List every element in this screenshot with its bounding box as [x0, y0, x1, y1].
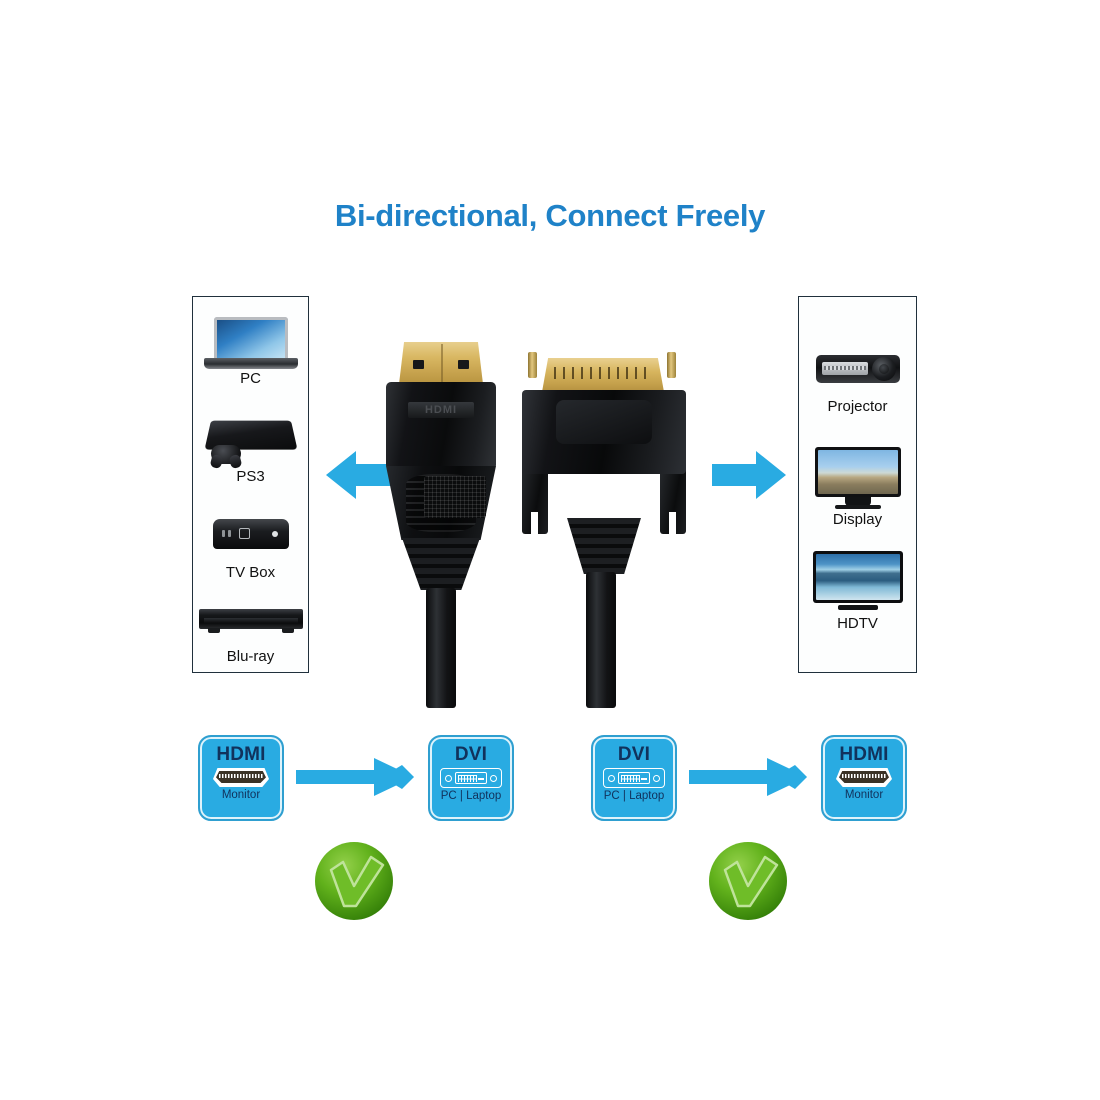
green-check-icon-1 [315, 842, 393, 920]
set-top-box-icon [193, 505, 308, 563]
green-check-icon-2 [709, 842, 787, 920]
device-item-bluray: Blu-ray [193, 589, 308, 665]
flow1-target-badge: DVI PC | Laptop [428, 735, 514, 821]
arrow-to-source-icon [326, 451, 400, 499]
device-label: HDTV [837, 615, 878, 632]
dvi-cable-wire [586, 572, 616, 708]
device-label: PC [240, 370, 261, 387]
cable-illustration: HDMI [370, 330, 730, 710]
dvi-gold-head [542, 358, 664, 392]
device-item-tv-box: TV Box [193, 505, 308, 581]
badge-device-label: Monitor [844, 789, 884, 801]
arrow-to-display-icon [712, 451, 786, 499]
device-label: Blu-ray [226, 648, 275, 665]
dvi-strain-relief [567, 518, 641, 574]
device-item-pc: PC [193, 311, 308, 387]
device-item-display: Display [799, 445, 916, 528]
device-label: Projector [827, 398, 888, 415]
dvi-port-icon [603, 768, 665, 788]
bluray-player-icon [193, 589, 308, 647]
hdmi-cable-wire [426, 588, 456, 708]
device-item-hdtv: HDTV [799, 549, 916, 632]
flow2-arrow-icon [689, 758, 807, 796]
flow1-source-badge: HDMI Monitor [198, 735, 284, 821]
device-label: TV Box [225, 564, 276, 581]
dvi-port-icon [440, 768, 502, 788]
device-label: Display [832, 511, 883, 528]
laptop-icon [193, 311, 308, 369]
display-devices-panel: Projector Display HDTV [798, 296, 917, 673]
badge-device-label: PC | Laptop [603, 790, 665, 802]
dvi-thumbscrew-left [528, 352, 537, 378]
flow2-source-badge: DVI PC | Laptop [591, 735, 677, 821]
hdmi-strain-relief [402, 538, 480, 590]
badge-device-label: Monitor [221, 789, 261, 801]
badge-type-label: HDMI [839, 744, 889, 765]
device-item-ps3: PS3 [193, 409, 308, 485]
hdmi-port-icon [213, 768, 269, 787]
monitor-icon [799, 445, 916, 509]
dvi-connector-body [522, 390, 686, 474]
badge-type-label: DVI [454, 744, 488, 765]
badge-type-label: HDMI [216, 744, 266, 765]
source-devices-panel: PC PS3 TV Box Blu-ray [192, 296, 309, 673]
hdmi-embossed-label: HDMI [408, 402, 474, 418]
badge-device-label: PC | Laptop [440, 790, 502, 802]
dvi-grip-texture [424, 476, 486, 518]
page-title: Bi-directional, Connect Freely [334, 198, 766, 233]
hdtv-icon [799, 549, 916, 610]
hdmi-port-icon [836, 768, 892, 787]
flow2-target-badge: HDMI Monitor [821, 735, 907, 821]
hdmi-connector-body: HDMI [386, 382, 496, 468]
flow1-arrow-icon [296, 758, 414, 796]
projector-icon [799, 339, 916, 397]
dvi-thumbscrew-right [667, 352, 676, 378]
device-label: PS3 [236, 468, 265, 485]
hdmi-gold-head [399, 342, 483, 384]
game-console-icon [193, 409, 308, 467]
badge-type-label: DVI [617, 744, 651, 765]
device-item-projector: Projector [799, 339, 916, 415]
